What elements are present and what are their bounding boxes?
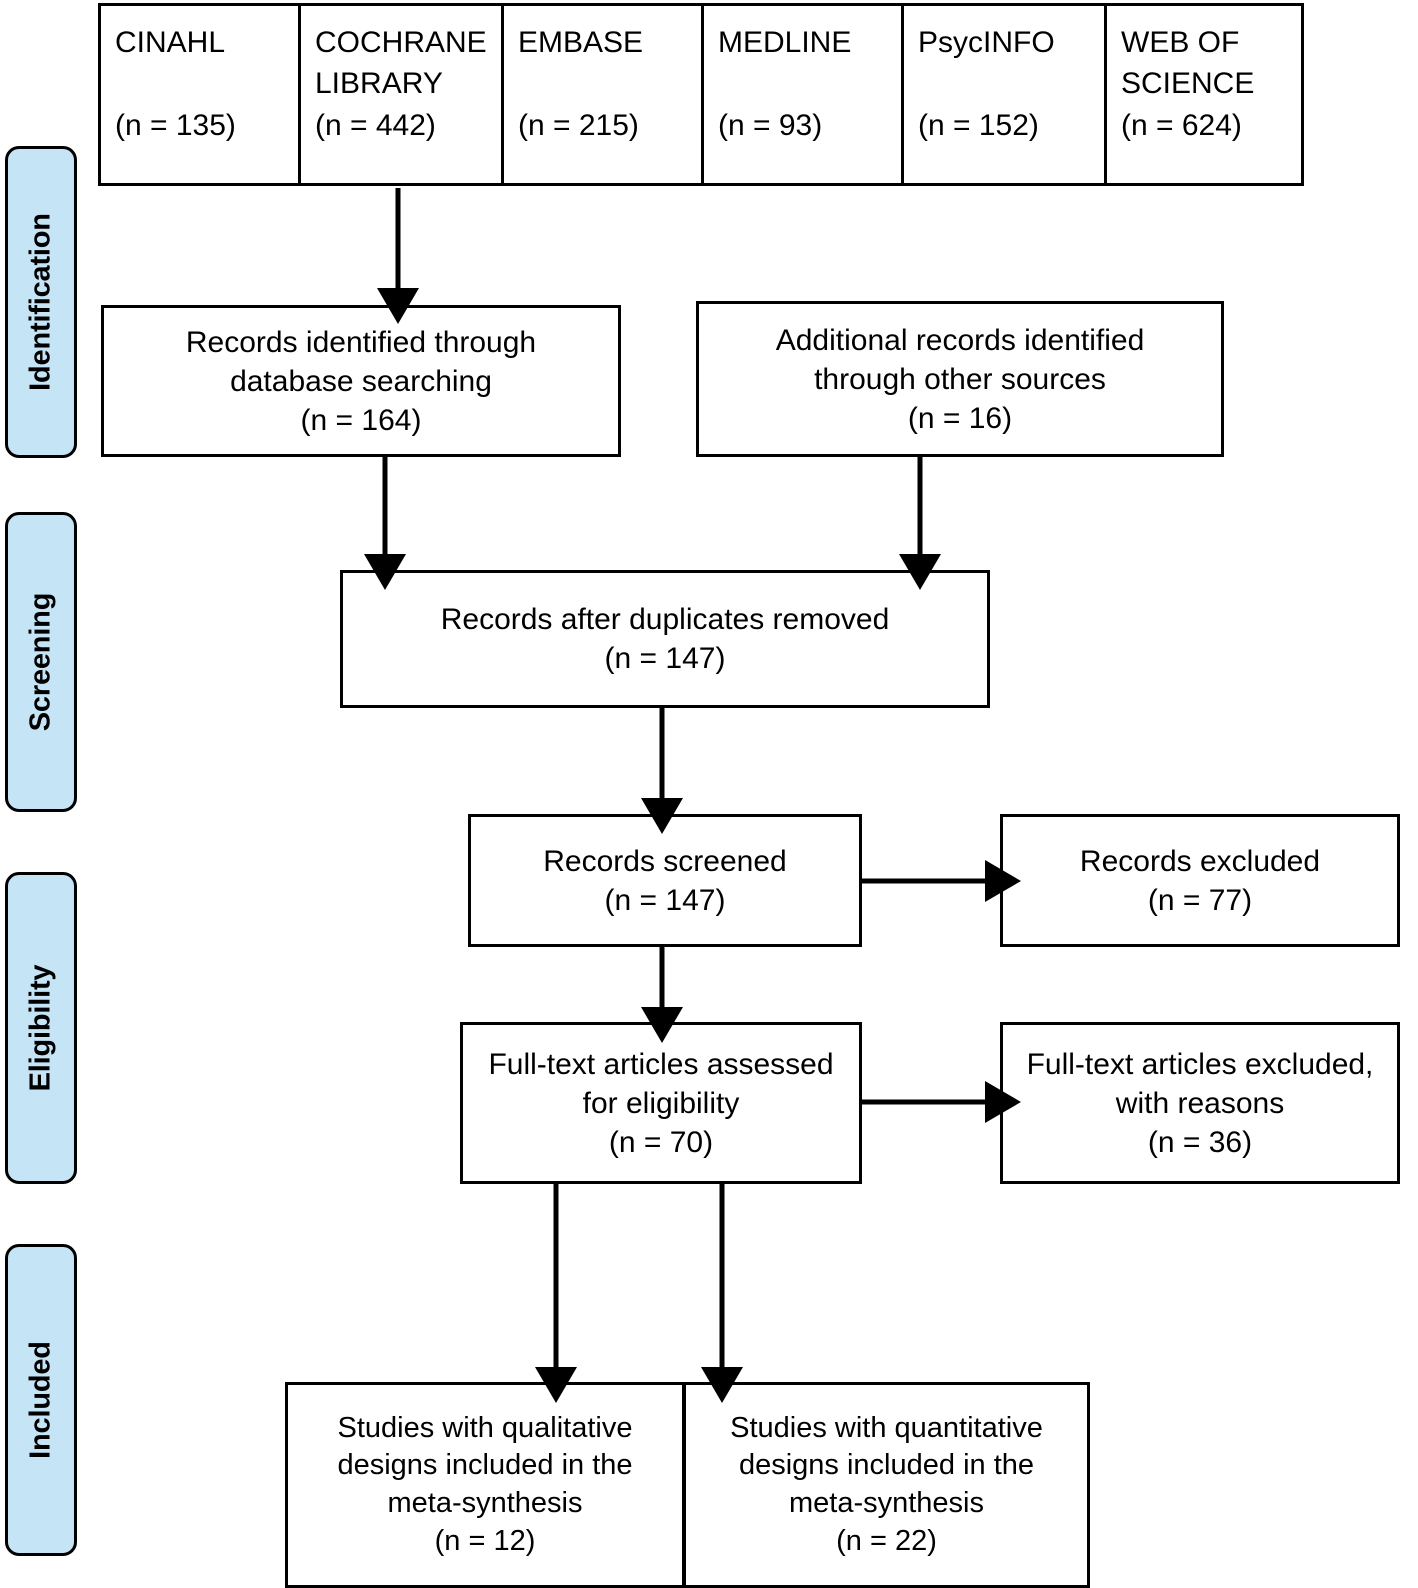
- source-cell-medline-text: MEDLINE (n = 93): [718, 22, 895, 146]
- source-count-psycinfo: (n = 152): [918, 108, 1039, 142]
- node-additional-records-other-sources: Additional records identified through ot…: [696, 301, 1224, 457]
- source-cell-embase: EMBASE (n = 215): [501, 3, 701, 186]
- source-cell-cinahl: CINAHL (n = 135): [98, 3, 298, 186]
- node-fulltext-excluded-text: Full-text articles excluded, with reason…: [1026, 1047, 1374, 1159]
- stage-bar-included: Included: [5, 1244, 77, 1556]
- stage-bar-screening: Screening: [5, 512, 77, 812]
- node-records-screened-text: Records screened (n = 147): [543, 844, 787, 917]
- node-studies-quantitative-text: Studies with quantitative designs includ…: [730, 1411, 1043, 1557]
- node-additional-records-other-sources-text: Additional records identified through ot…: [775, 323, 1145, 435]
- node-records-screened: Records screened (n = 147): [468, 814, 862, 947]
- source-cell-medline: MEDLINE (n = 93): [701, 3, 901, 186]
- stage-bar-eligibility: Eligibility: [5, 872, 77, 1184]
- source-label-psycinfo: PsycINFO: [918, 26, 1055, 59]
- source-count-cochrane-library: (n = 442): [315, 108, 436, 142]
- source-count-cinahl: (n = 135): [115, 108, 236, 142]
- source-count-medline: (n = 93): [718, 108, 823, 142]
- node-records-after-duplicates-text: Records after duplicates removed (n = 14…: [440, 603, 890, 675]
- node-studies-quantitative: Studies with quantitative designs includ…: [683, 1382, 1090, 1588]
- source-cell-web-of-science-text: WEB OF SCIENCE (n = 624): [1121, 22, 1295, 146]
- node-records-excluded: Records excluded (n = 77): [1000, 814, 1400, 947]
- stage-bar-identification: Identification: [5, 146, 77, 458]
- node-records-after-duplicates: Records after duplicates removed (n = 14…: [340, 570, 990, 708]
- source-cell-web-of-science: WEB OF SCIENCE (n = 624): [1104, 3, 1304, 186]
- source-cell-psycinfo: PsycINFO (n = 152): [901, 3, 1104, 186]
- source-label-medline: MEDLINE: [718, 26, 852, 59]
- source-count-web-of-science: (n = 624): [1121, 108, 1242, 142]
- source-label-embase: EMBASE: [518, 26, 644, 59]
- stage-label-eligibility: Eligibility: [24, 964, 57, 1092]
- node-fulltext-assessed-text: Full-text articles assessed for eligibil…: [488, 1047, 834, 1159]
- source-cell-cochrane-library-text: COCHRANE LIBRARY (n = 442): [315, 22, 495, 146]
- node-fulltext-excluded: Full-text articles excluded, with reason…: [1000, 1022, 1400, 1184]
- node-records-excluded-text: Records excluded (n = 77): [1079, 844, 1321, 917]
- source-count-embase: (n = 215): [518, 108, 639, 142]
- stage-label-identification: Identification: [24, 213, 57, 391]
- source-label-cochrane-library: COCHRANE LIBRARY: [315, 26, 487, 101]
- stage-label-screening: Screening: [24, 592, 57, 732]
- source-label-web-of-science: WEB OF SCIENCE: [1121, 26, 1255, 101]
- source-label-cinahl: CINAHL: [115, 26, 226, 59]
- node-records-identified-database-text: Records identified through database sear…: [185, 325, 537, 437]
- stage-label-included: Included: [24, 1341, 57, 1459]
- source-cell-embase-text: EMBASE (n = 215): [518, 22, 695, 146]
- source-cell-cinahl-text: CINAHL (n = 135): [115, 22, 292, 146]
- node-records-identified-database: Records identified through database sear…: [101, 305, 621, 457]
- node-studies-qualitative-text: Studies with qualitative designs include…: [337, 1411, 633, 1557]
- node-fulltext-assessed: Full-text articles assessed for eligibil…: [460, 1022, 862, 1184]
- node-studies-qualitative: Studies with qualitative designs include…: [285, 1382, 685, 1588]
- source-cell-psycinfo-text: PsycINFO (n = 152): [918, 22, 1098, 146]
- source-cell-cochrane-library: COCHRANE LIBRARY (n = 442): [298, 3, 501, 186]
